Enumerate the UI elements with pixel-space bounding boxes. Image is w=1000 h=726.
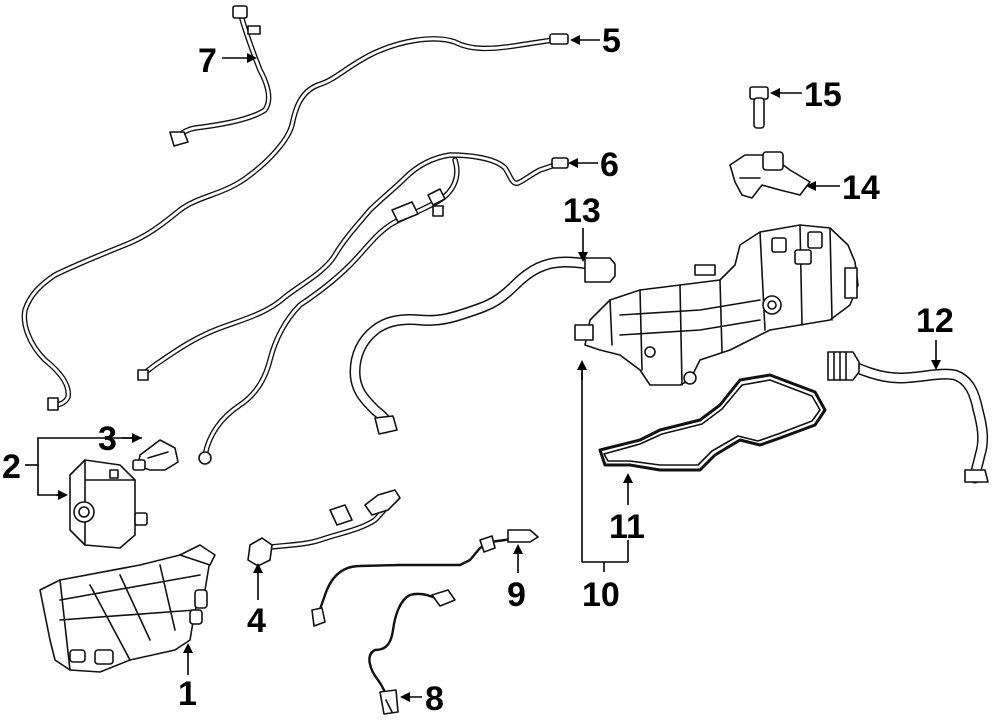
part-13-hose <box>349 256 616 435</box>
part-11-gasket <box>598 373 827 472</box>
callout-1: 1 <box>178 675 197 713</box>
part-7-vent-tube <box>169 5 272 147</box>
callout-14: 14 <box>842 169 880 207</box>
part-5-fuel-line <box>21 33 569 411</box>
part-4-purge-tube <box>247 489 401 567</box>
callout-5: 5 <box>602 22 621 60</box>
part-15-bolt <box>749 86 769 129</box>
part-1-charcoal-canister <box>39 544 216 673</box>
part-9-sensor-wire <box>311 529 539 627</box>
part-12-hose <box>827 351 989 484</box>
callout-labels: 1 2 3 4 5 6 7 8 9 10 11 12 13 14 15 <box>2 22 954 718</box>
callout-11: 11 <box>609 508 645 546</box>
callout-2: 2 <box>2 448 21 486</box>
part-14-sensor <box>729 151 811 199</box>
part-10-intake-manifold <box>574 224 859 386</box>
callout-15: 15 <box>804 76 842 114</box>
part-8-oxygen-sensor <box>368 589 456 715</box>
leader-lines <box>25 35 941 702</box>
callout-6: 6 <box>600 146 619 184</box>
callout-3: 3 <box>98 420 117 458</box>
part-3-connector <box>132 439 179 471</box>
callout-12: 12 <box>916 302 954 340</box>
part-2-canister-bracket <box>69 459 148 549</box>
callout-13: 13 <box>563 192 601 230</box>
part-6-fuel-line <box>137 152 569 465</box>
callout-10: 10 <box>582 576 620 614</box>
callout-7: 7 <box>198 42 217 80</box>
callout-8: 8 <box>425 680 444 718</box>
callout-9: 9 <box>507 576 526 614</box>
callout-4: 4 <box>247 602 266 640</box>
